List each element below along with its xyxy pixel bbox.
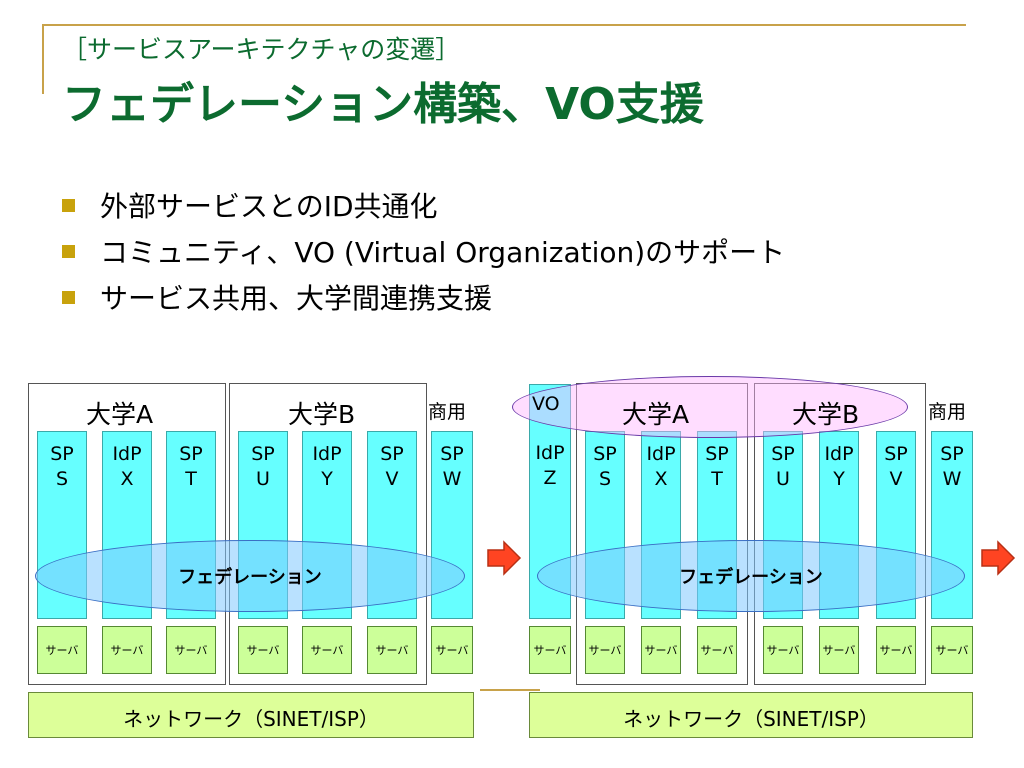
server-box: サーバ [37,626,87,674]
slide-title: フェデレーション構築、VO支援 [62,79,704,130]
server-box: サーバ [819,626,859,674]
university-a-box [28,383,226,685]
federation-ellipse: フェデレーション [35,540,465,612]
server-box: サーバ [529,626,571,674]
server-box: サーバ [238,626,288,674]
commercial-label: 商用 [428,401,467,423]
vo-label: VO [532,393,560,415]
right-arrow-icon [487,540,522,576]
server-box: サーバ [102,626,152,674]
server-box: サーバ [302,626,352,674]
bullet-marker-icon [62,245,75,258]
university-b-box [229,383,427,685]
server-box: サーバ [166,626,216,674]
server-box: サーバ [931,626,973,674]
vo-ellipse [512,376,908,438]
network-bar: ネットワーク（SINET/ISP） [28,692,474,738]
university-a-label: 大学A [86,400,154,429]
server-box: サーバ [585,626,625,674]
server-box: サーバ [641,626,681,674]
server-box: サーバ [697,626,737,674]
header-rule-left [42,24,44,94]
header-rule-top [42,24,966,26]
commercial-label: 商用 [928,401,967,423]
federation-label: フェデレーション [679,567,823,588]
server-box: サーバ [876,626,916,674]
separator-rule [480,689,540,691]
bullet-text: コミュニティ、VO (Virtual Organization)のサポート [100,236,786,269]
university-a-label: 大学A [622,400,690,429]
server-box: サーバ [763,626,803,674]
federation-label: フェデレーション [178,567,322,588]
slide-subtitle: ［サービスアーキテクチャの変遷］ [62,35,461,64]
right-arrow-icon [981,540,1016,576]
bullet-marker-icon [62,199,75,212]
network-bar: ネットワーク（SINET/ISP） [529,692,973,738]
federation-ellipse: フェデレーション [537,540,965,612]
university-b-label: 大学B [792,400,860,429]
server-box: サーバ [431,626,473,674]
university-b-label: 大学B [288,400,356,429]
server-box: サーバ [367,626,417,674]
bullet-text: 外部サービスとのID共通化 [100,190,438,223]
bullet-marker-icon [62,291,75,304]
bullet-text: サービス共用、大学間連携支援 [100,282,493,315]
